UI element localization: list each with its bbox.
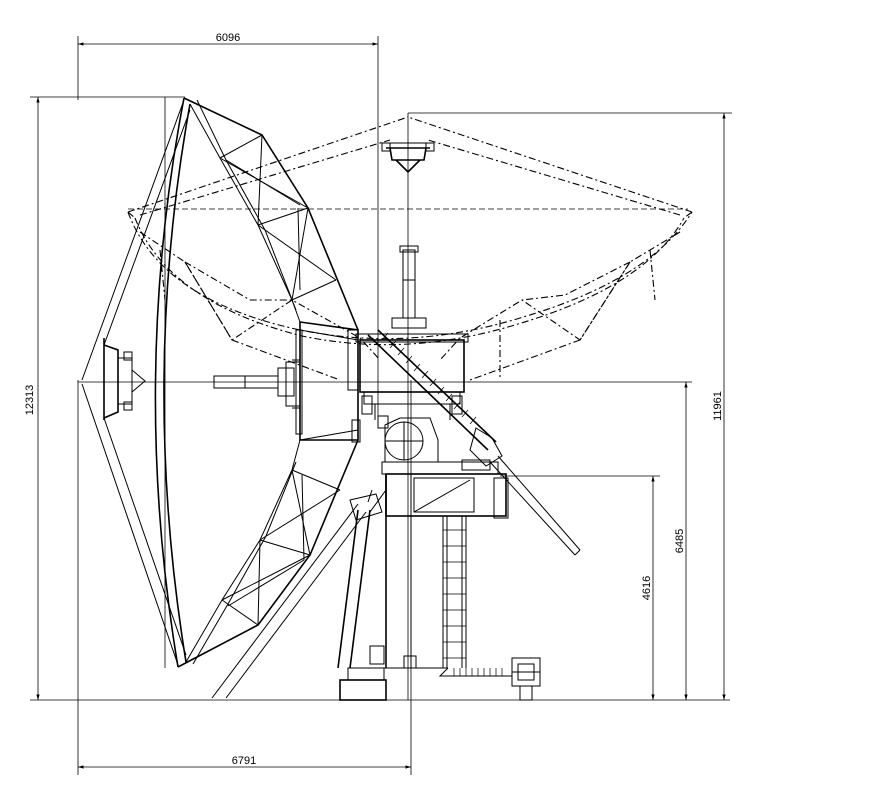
reflector-horizon-position	[81, 97, 361, 668]
pedestal-tower	[211, 473, 509, 701]
dim-right-height: 11961	[712, 391, 724, 421]
dim-pedestal-outer: 6485	[674, 529, 686, 553]
dim-left-height: 12313	[24, 385, 36, 416]
elevation-housing	[355, 333, 469, 420]
dim-top-width: 6096	[216, 32, 240, 44]
feed-horn-zenith	[391, 245, 427, 329]
elevation-jack-screw	[367, 329, 581, 556]
cable-wrap-and-motor	[438, 657, 541, 701]
dim-pedestal-inner: 4616	[641, 576, 653, 600]
dim-bottom-width: 6791	[232, 755, 256, 767]
azimuth-gearbox	[377, 415, 499, 475]
